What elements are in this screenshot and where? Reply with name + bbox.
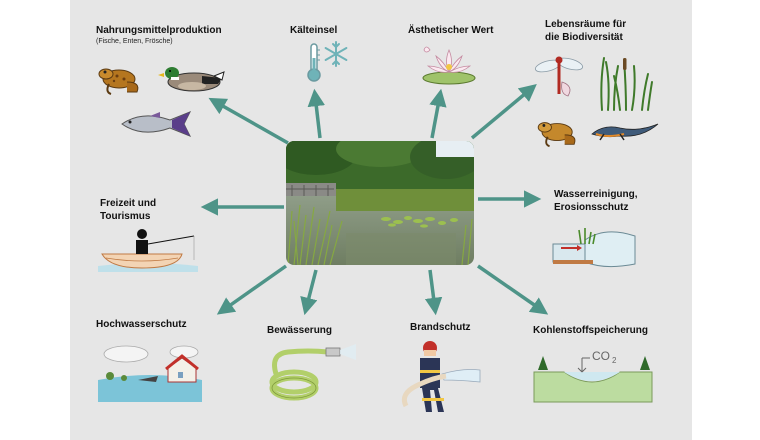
- thermometer-icon: [307, 43, 321, 82]
- label-irrigation: Bewässerung: [267, 325, 333, 336]
- water-lily-icon: [422, 46, 476, 85]
- label-leisure-2: Tourismus: [100, 211, 151, 222]
- label-food: Nahrungsmittelproduktion: [96, 25, 222, 36]
- arrow-cooling: [307, 88, 325, 139]
- sublabel-food: (Fische, Enten, Frösche): [96, 38, 173, 45]
- arrow-habitat: [470, 83, 537, 140]
- label-aesthetic: Ästhetischer Wert: [408, 25, 494, 36]
- carbon-pond-icon: CO 2: [533, 349, 653, 403]
- arrow-carbon: [477, 264, 549, 315]
- firefighter-icon: [401, 341, 481, 412]
- frog-icon: [537, 122, 576, 148]
- dragonfly-icon: [534, 56, 584, 97]
- label-fire: Brandschutz: [410, 322, 471, 333]
- label-flood: Hochwasserschutz: [96, 319, 187, 330]
- newt-icon: [591, 123, 659, 141]
- label-habitat-1: Lebensräume für: [545, 19, 627, 30]
- co2-label: CO: [592, 349, 610, 363]
- arrow-flood: [216, 264, 288, 315]
- label-carbon: Kohlenstoffspeicherung: [533, 325, 649, 336]
- angler-boat-icon: [98, 229, 198, 272]
- arrow-irrigation: [300, 269, 318, 316]
- label-purification-1: Wasserreinigung,: [554, 189, 638, 200]
- pond-photo: [286, 141, 474, 265]
- label-cooling: Kälteinsel: [290, 25, 338, 36]
- snowflake-icon: [324, 41, 348, 67]
- filtration-icon: [552, 228, 636, 268]
- arrow-food: [208, 97, 289, 145]
- label-habitat-2: die Biodiversität: [545, 32, 623, 43]
- label-leisure-1: Freizeit und: [100, 198, 157, 209]
- reed-icon: [600, 57, 653, 111]
- fish-icon: [121, 111, 192, 137]
- hose-icon: [269, 344, 356, 401]
- label-purification-2: Erosionsschutz: [554, 202, 629, 213]
- frog-icon: [98, 68, 139, 95]
- arrow-aesthetic: [429, 88, 447, 139]
- flood-house-icon: [98, 345, 202, 402]
- duck-icon: [158, 67, 225, 92]
- co2-subscript: 2: [612, 356, 617, 365]
- arrow-fire: [424, 269, 443, 316]
